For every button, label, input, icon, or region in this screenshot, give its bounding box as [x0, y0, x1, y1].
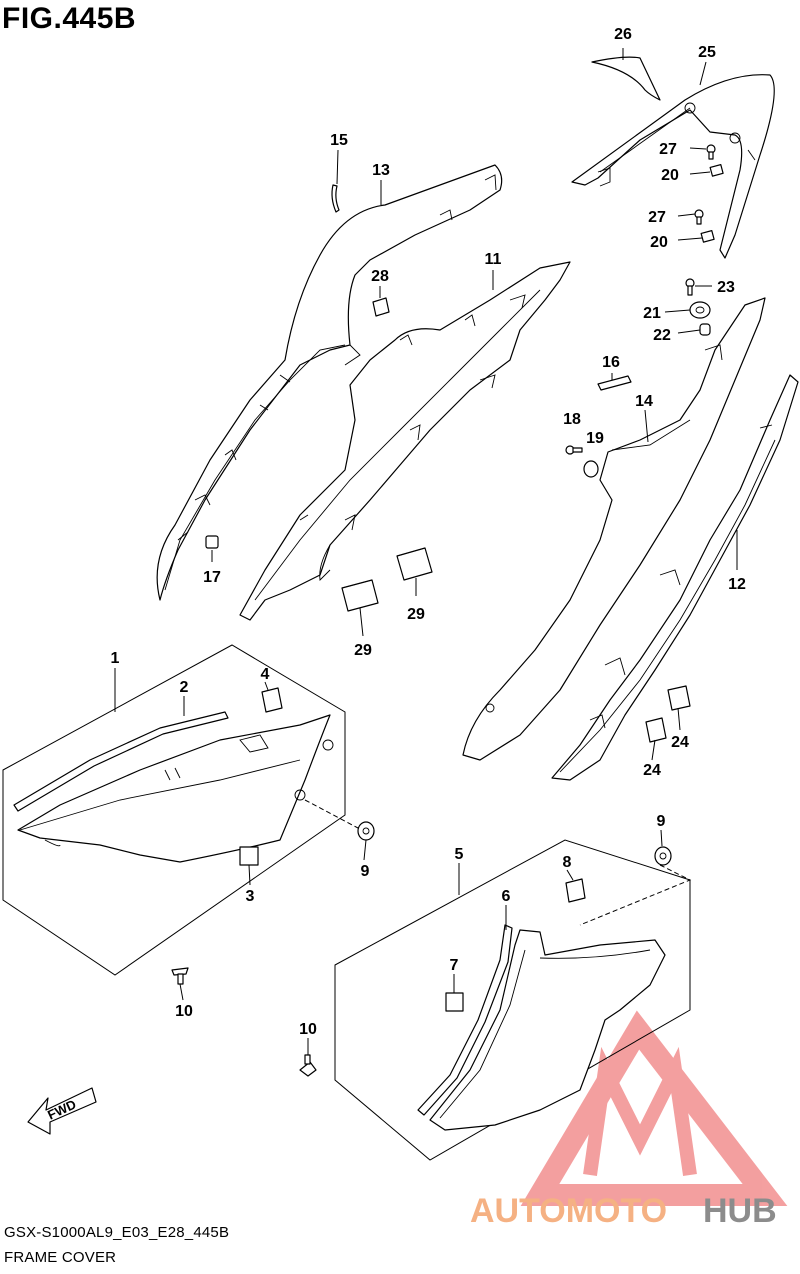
- callout-8: 8: [563, 854, 572, 871]
- callout-20-upper: 20: [661, 167, 679, 184]
- part-4-label: [261, 687, 283, 713]
- callout-24-b: 24: [643, 762, 661, 779]
- part-11-inner-cover: [239, 261, 571, 621]
- part-7-label: [445, 992, 464, 1012]
- part-17-nut: [205, 535, 219, 549]
- callout-15: 15: [330, 132, 348, 149]
- assembly-box-left: [2, 644, 346, 976]
- model-code: GSX-S1000AL9_E03_E28_445B: [4, 1224, 230, 1241]
- part-16-strip: [597, 375, 632, 391]
- callout-labels: 26 25 27 20 27 20 23 21 22 16 14 18 19 1…: [111, 26, 746, 1038]
- callout-7: 7: [450, 957, 459, 974]
- part-26-cover-piece: [591, 56, 661, 101]
- part-10-rivet-right: [299, 1054, 317, 1077]
- callout-5: 5: [455, 846, 464, 863]
- callout-16: 16: [602, 354, 620, 371]
- callout-21: 21: [643, 305, 661, 322]
- callout-27-upper: 27: [659, 141, 677, 158]
- callout-17: 17: [203, 569, 221, 586]
- callout-9-right: 9: [657, 813, 666, 830]
- part-24-label-a: [667, 685, 691, 711]
- part-22-spacer: [699, 323, 711, 336]
- fwd-label: FWD: [45, 1096, 78, 1122]
- callout-24-a: 24: [671, 734, 689, 751]
- part-6-trim-strip: [417, 924, 513, 1116]
- callout-14: 14: [635, 393, 653, 410]
- part-9-grommet-left: [357, 821, 375, 841]
- callout-2: 2: [180, 679, 189, 696]
- callout-28: 28: [371, 268, 389, 285]
- callout-22: 22: [653, 327, 671, 344]
- part-9-grommet-right: [654, 846, 672, 866]
- part-24-label-b: [645, 717, 667, 743]
- part-2-trim-strip: [13, 711, 229, 812]
- part-29-block-lower: [341, 579, 379, 612]
- part-18-screw: [565, 445, 583, 455]
- part-12-side-rail: [551, 374, 799, 781]
- part-28-clip: [372, 297, 390, 317]
- callout-23: 23: [717, 279, 735, 296]
- part-13-frame-cover-left: [156, 164, 503, 601]
- callout-13: 13: [372, 162, 390, 179]
- part-8-label: [565, 878, 586, 903]
- watermark-text-b: HUB: [703, 1192, 777, 1230]
- part-20-nut-lower: [700, 229, 715, 243]
- callout-10-left: 10: [175, 1003, 193, 1020]
- watermark-text-a: AUTOMOTO: [470, 1192, 667, 1230]
- callout-12: 12: [728, 576, 746, 593]
- part-5-frame-cover: [429, 929, 666, 1131]
- part-25-tail-cover: [571, 74, 775, 259]
- callout-9-left: 9: [361, 863, 370, 880]
- callout-10-right: 10: [299, 1021, 317, 1038]
- part-29-block-upper: [396, 547, 433, 581]
- callout-20-lower: 20: [650, 234, 668, 251]
- callout-26: 26: [614, 26, 632, 43]
- leader-lines: [114, 48, 738, 1055]
- part-20-nut-upper: [709, 163, 724, 177]
- assembly-box-right: [334, 839, 691, 1161]
- section-name: FRAME COVER: [4, 1249, 117, 1266]
- callout-11: 11: [485, 251, 502, 268]
- part-19-washer: [583, 460, 599, 478]
- callout-3: 3: [246, 888, 255, 905]
- callout-27-lower: 27: [648, 209, 666, 226]
- watermark-logo-icon: [520, 1010, 788, 1206]
- part-3-label: [239, 846, 259, 866]
- part-1-frame-cover: [17, 714, 331, 863]
- callout-29-upper: 29: [407, 606, 425, 623]
- part-10-rivet-left: [171, 967, 189, 985]
- part-21-grommet: [689, 301, 711, 319]
- callout-6: 6: [502, 888, 511, 905]
- part-27-screw-lower: [694, 209, 704, 225]
- figure-title: FIG.445B: [2, 2, 137, 35]
- callout-1: 1: [111, 650, 120, 667]
- part-14-frame-cover-right: [462, 297, 766, 761]
- callout-29-lower: 29: [354, 642, 372, 659]
- part-15-strip: [331, 184, 340, 213]
- fwd-arrow-icon: FWD: [27, 1087, 97, 1135]
- callout-18: 18: [563, 411, 581, 428]
- part-27-screw-upper: [706, 144, 716, 160]
- callout-19: 19: [586, 430, 604, 447]
- callout-25: 25: [698, 44, 716, 61]
- part-23-bolt: [685, 278, 695, 296]
- callout-4: 4: [261, 666, 270, 683]
